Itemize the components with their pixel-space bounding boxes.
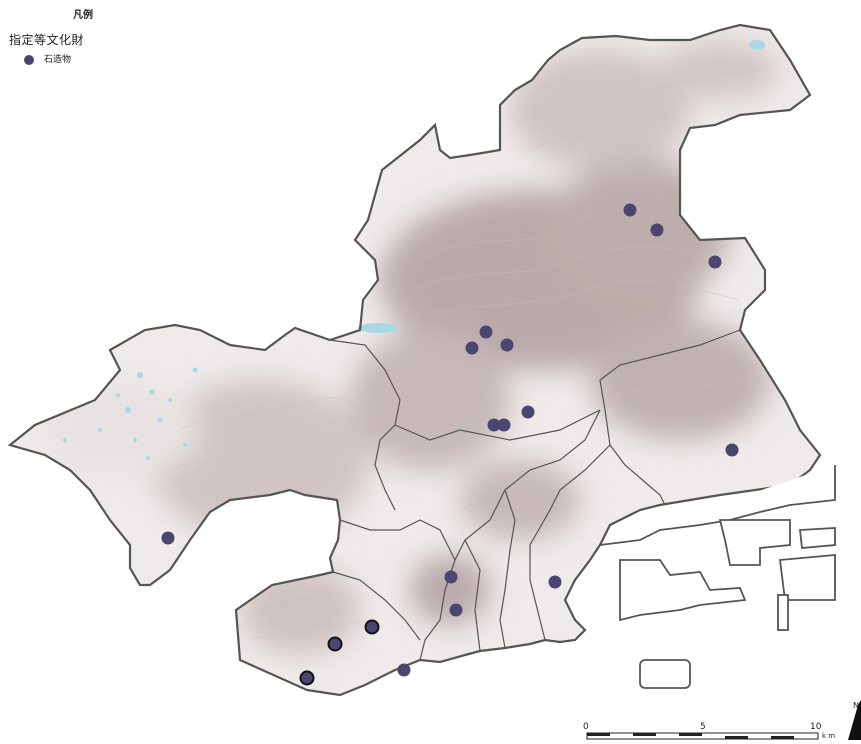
site-marker[interactable] (521, 405, 535, 419)
site-marker[interactable] (327, 636, 343, 652)
scale-bar: 0 5 10 k m (583, 722, 835, 740)
north-label: N (853, 701, 859, 710)
land-area (10, 25, 820, 695)
site-markers (161, 203, 739, 686)
site-marker[interactable] (299, 670, 315, 686)
legend-subtitle: 指定等文化財 (9, 33, 85, 47)
water-bodies (63, 40, 765, 460)
contour-lines (169, 69, 761, 641)
site-marker[interactable] (397, 663, 411, 677)
north-arrow-icon: N (848, 700, 861, 740)
site-marker[interactable] (500, 338, 514, 352)
site-marker[interactable] (623, 203, 637, 217)
scale-label-5: 5 (700, 722, 706, 732)
scale-unit: k m (822, 732, 835, 740)
ward-boundaries (329, 329, 741, 661)
site-marker[interactable] (497, 418, 511, 432)
site-marker[interactable] (548, 575, 562, 589)
site-marker[interactable] (465, 341, 479, 355)
site-marker[interactable] (708, 255, 722, 269)
site-marker[interactable] (725, 443, 739, 457)
site-marker[interactable] (449, 603, 463, 617)
site-marker[interactable] (479, 325, 493, 339)
site-marker[interactable] (487, 418, 501, 432)
port-piers (599, 465, 836, 689)
site-marker[interactable] (444, 570, 458, 584)
site-marker[interactable] (650, 223, 664, 237)
scale-label-10: 10 (810, 722, 822, 732)
terrain-shading (40, 40, 780, 655)
legend-marker-icon (24, 55, 34, 65)
scale-label-0: 0 (583, 722, 589, 732)
legend: 凡例 指定等文化財 石造物 (0, 0, 140, 80)
site-marker[interactable] (161, 531, 175, 545)
legend-title: 凡例 (73, 10, 93, 21)
legend-item-label: 石造物 (44, 55, 72, 65)
site-marker[interactable] (364, 619, 380, 635)
